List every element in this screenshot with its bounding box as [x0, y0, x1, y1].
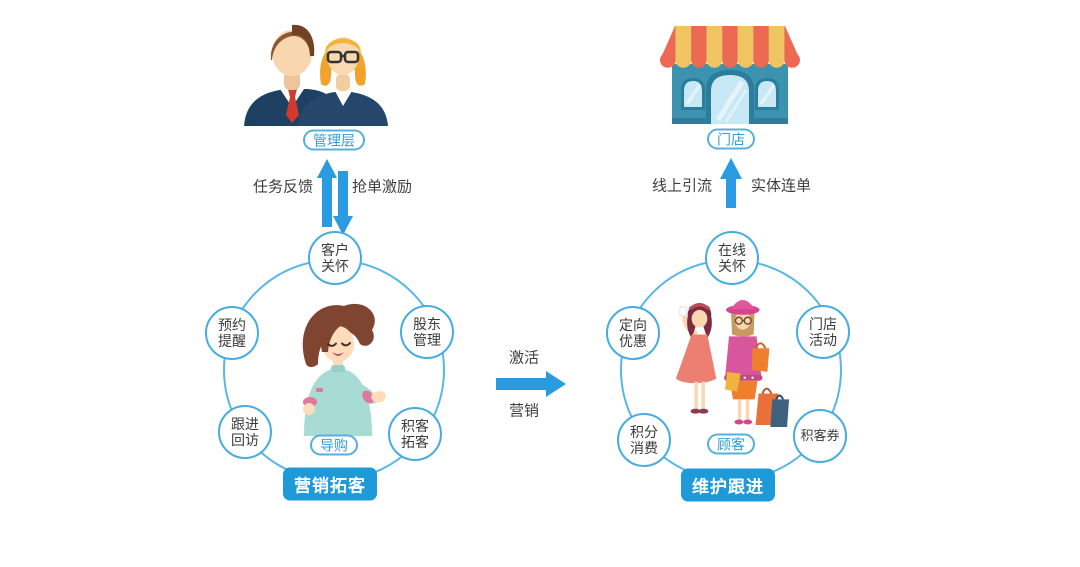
customers-illustration — [675, 300, 790, 427]
node-line: 积分 — [630, 423, 658, 440]
up-arrow-icon — [720, 158, 742, 208]
node-line: 关怀 — [718, 258, 746, 274]
glasses-icon — [734, 316, 752, 325]
node-line: 管理 — [413, 332, 441, 348]
node-online-care: 在线 关怀 — [705, 231, 759, 285]
node-customer-care: 客户 关怀 — [308, 231, 362, 285]
node-line: 积客券 — [800, 427, 840, 443]
node-follow-up-visit: 跟进 回访 — [218, 405, 272, 459]
node-line: 门店 — [809, 315, 837, 332]
node-line: 消费 — [630, 440, 658, 456]
node-customer-acquisition: 积客 拓客 — [388, 407, 442, 461]
guide-illustration — [302, 303, 386, 436]
order-incentive-label: 抢单激励 — [351, 178, 413, 196]
node-shareholder-management: 股东 管理 — [400, 305, 454, 359]
node-line: 预约 — [218, 316, 246, 333]
node-line: 回访 — [231, 432, 259, 448]
node-appointment-reminder: 预约 提醒 — [205, 306, 259, 360]
node-line: 在线 — [718, 241, 746, 258]
node-targeted-discount: 定向 优惠 — [606, 306, 660, 360]
customer-pill: 顾客 — [707, 433, 755, 455]
task-feedback-label: 任务反馈 — [252, 178, 314, 196]
glasses-icon — [326, 50, 360, 64]
store-pill: 门店 — [707, 128, 755, 150]
marketing-expansion-banner: 营销拓客 — [283, 467, 377, 501]
node-customer-coupon: 积客券 — [793, 409, 847, 463]
activate-label: 激活 — [508, 349, 540, 367]
node-points-consumption: 积分 消费 — [617, 413, 671, 467]
maintenance-followup-banner: 维护跟进 — [681, 468, 775, 502]
online-traffic-label: 线上引流 — [651, 177, 713, 195]
node-line: 提醒 — [218, 333, 246, 349]
node-store-activity: 门店 活动 — [796, 305, 850, 359]
node-line: 拓客 — [401, 434, 429, 450]
node-line: 客户 — [321, 241, 349, 258]
management-pill: 管理层 — [303, 129, 365, 151]
exchange-arrows-icon — [317, 159, 353, 235]
node-line: 跟进 — [231, 415, 259, 432]
awning-scallops — [660, 52, 800, 68]
node-line: 优惠 — [619, 333, 647, 349]
node-line: 定向 — [619, 316, 647, 333]
store-illustration — [660, 26, 800, 124]
marketing-label: 营销 — [508, 402, 540, 420]
node-line: 股东 — [413, 315, 441, 332]
node-line: 活动 — [809, 332, 837, 348]
guide-pill: 导购 — [310, 434, 358, 456]
node-line: 积客 — [401, 417, 429, 434]
management-illustration — [244, 24, 388, 126]
right-arrow-icon — [496, 371, 566, 397]
node-line: 关怀 — [321, 258, 349, 274]
offline-order-label: 实体连单 — [750, 177, 812, 195]
